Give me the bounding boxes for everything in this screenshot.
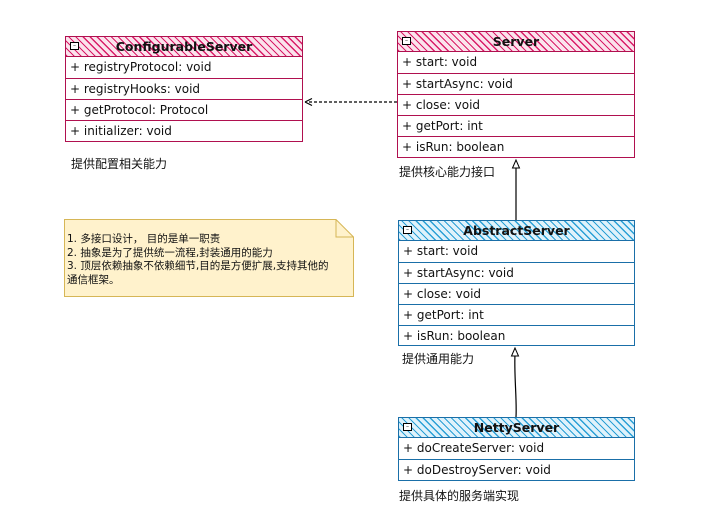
member: + getPort: int (399, 304, 634, 325)
inheritance-arrow-abstract-to-server (511, 158, 521, 220)
class-abstract-server[interactable]: – AbstractServer + start: void + startAs… (398, 220, 635, 346)
class-marker-icon: – (403, 423, 412, 431)
member: + initializer: void (66, 120, 302, 141)
caption-server: 提供核心能力接口 (399, 165, 496, 179)
member: + getPort: int (398, 115, 634, 136)
note-line: 1. 多接口设计， 目的是单一职责 (67, 233, 221, 245)
caption-configurable: 提供配置相关能力 (71, 157, 168, 171)
class-header: – ConfigurableServer (66, 37, 302, 57)
class-configurable-server[interactable]: – ConfigurableServer + registryProtocol:… (65, 36, 303, 142)
class-header: – NettyServer (399, 418, 634, 438)
member: + registryHooks: void (66, 78, 302, 99)
member: + startAsync: void (399, 262, 634, 283)
design-note[interactable]: 1. 多接口设计， 目的是单一职责 2. 抽象是为了提供统一流程,封装通用的能力… (64, 219, 354, 297)
member: + registryProtocol: void (70, 60, 212, 74)
member: + isRun: boolean (399, 325, 634, 346)
class-name: ConfigurableServer (115, 39, 253, 54)
class-marker-icon: – (70, 42, 79, 50)
member: + start: void (402, 55, 478, 69)
caption-abstract: 提供通用能力 (402, 352, 475, 366)
class-server[interactable]: – Server + start: void + startAsync: voi… (397, 31, 635, 158)
note-line: 2. 抽象是为了提供统一流程,封装通用的能力 (67, 246, 273, 259)
class-netty-server[interactable]: – NettyServer + doCreateServer: void + d… (398, 417, 635, 481)
note-line: 通信框架。 (67, 273, 120, 286)
class-name: NettyServer (473, 420, 560, 435)
member: + close: void (398, 94, 634, 115)
note-text: 1. 多接口设计， 目的是单一职责 2. 抽象是为了提供统一流程,封装通用的能力… (67, 233, 329, 287)
class-marker-icon: – (403, 226, 412, 234)
class-header: – AbstractServer (399, 221, 634, 241)
class-name: Server (492, 34, 540, 49)
member: + isRun: boolean (398, 136, 634, 157)
class-marker-icon: – (402, 37, 411, 45)
note-line: 3. 顶层依赖抽象不依赖细节,目的是方便扩展,支持其他的 (67, 260, 329, 272)
member: + doCreateServer: void (403, 441, 545, 455)
class-header: – Server (398, 32, 634, 52)
caption-netty: 提供具体的服务端实现 (399, 489, 520, 503)
realization-arrow (304, 97, 397, 107)
member: + doDestroyServer: void (399, 459, 634, 480)
member: + start: void (403, 244, 479, 258)
note-shape (64, 219, 354, 297)
class-name: AbstractServer (463, 223, 570, 238)
member: + close: void (399, 283, 634, 304)
member: + startAsync: void (398, 73, 634, 94)
inheritance-arrow-netty-to-abstract (510, 346, 520, 418)
member: + getProtocol: Protocol (66, 99, 302, 120)
